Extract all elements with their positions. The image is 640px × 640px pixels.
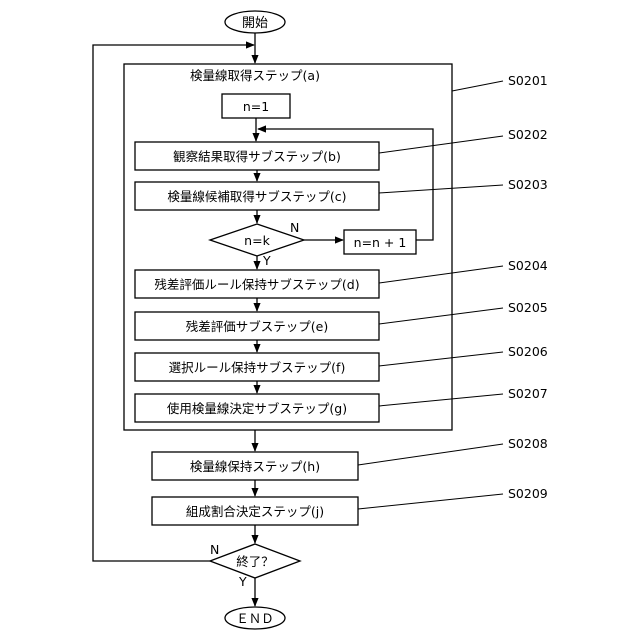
- step-d-label: 残差評価ルール保持サブステップ(d): [154, 277, 359, 292]
- ref-s0201: S0201: [508, 73, 548, 88]
- loop-decision-label: n=k: [244, 233, 270, 248]
- loop-yes-label: Y: [262, 253, 271, 268]
- step-d-box: 残差評価ルール保持サブステップ(d): [135, 270, 379, 298]
- end-label: ＥＮＤ: [236, 611, 274, 626]
- step-c-label: 検量線候補取得サブステップ(c): [167, 189, 346, 204]
- ref-s0202: S0202: [508, 127, 548, 142]
- init-label: n=1: [243, 99, 269, 114]
- step-h-box: 検量線保持ステップ(h): [152, 452, 358, 480]
- step-b-box: 観察結果取得サブステップ(b): [135, 142, 379, 170]
- step-b-label: 観察結果取得サブステップ(b): [173, 149, 341, 164]
- ref-s0206: S0206: [508, 344, 548, 359]
- end-decision-label: 終了？: [236, 554, 274, 569]
- step-c-box: 検量線候補取得サブステップ(c): [135, 182, 379, 210]
- end-yes-label: Y: [238, 574, 247, 589]
- increment-label: n=n + 1: [354, 235, 407, 250]
- ref-s0203: S0203: [508, 177, 548, 192]
- step-h-label: 検量線保持ステップ(h): [190, 459, 320, 474]
- step-g-box: 使用検量線決定サブステップ(g): [135, 394, 379, 422]
- ref-s0209: S0209: [508, 486, 548, 501]
- end-decision: 終了？: [210, 544, 300, 578]
- step-g-label: 使用検量線決定サブステップ(g): [167, 401, 347, 416]
- reference-leaders: [358, 81, 503, 509]
- step-e-label: 残差評価サブステップ(e): [186, 319, 328, 334]
- ref-s0204: S0204: [508, 258, 548, 273]
- ref-s0207: S0207: [508, 386, 548, 401]
- step-f-box: 選択ルール保持サブステップ(f): [135, 353, 379, 381]
- reference-numbers: S0201 S0202 S0203 S0204 S0205 S0206 S020…: [508, 73, 548, 501]
- end-terminal: ＥＮＤ: [225, 607, 285, 629]
- start-terminal: 開始: [225, 11, 285, 33]
- start-label: 開始: [242, 16, 268, 31]
- step-f-label: 選択ルール保持サブステップ(f): [169, 360, 346, 375]
- step-j-box: 組成割合決定ステップ(j): [152, 497, 358, 525]
- loop-no-label: N: [290, 220, 299, 235]
- init-box: n=1: [222, 94, 290, 118]
- end-no-label: N: [210, 542, 219, 557]
- increment-box: n=n + 1: [344, 230, 416, 254]
- ref-s0208: S0208: [508, 436, 548, 451]
- step-e-box: 残差評価サブステップ(e): [135, 312, 379, 340]
- group-title: 検量線取得ステップ(a): [190, 68, 320, 83]
- step-j-label: 組成割合決定ステップ(j): [186, 504, 324, 519]
- ref-s0205: S0205: [508, 300, 548, 315]
